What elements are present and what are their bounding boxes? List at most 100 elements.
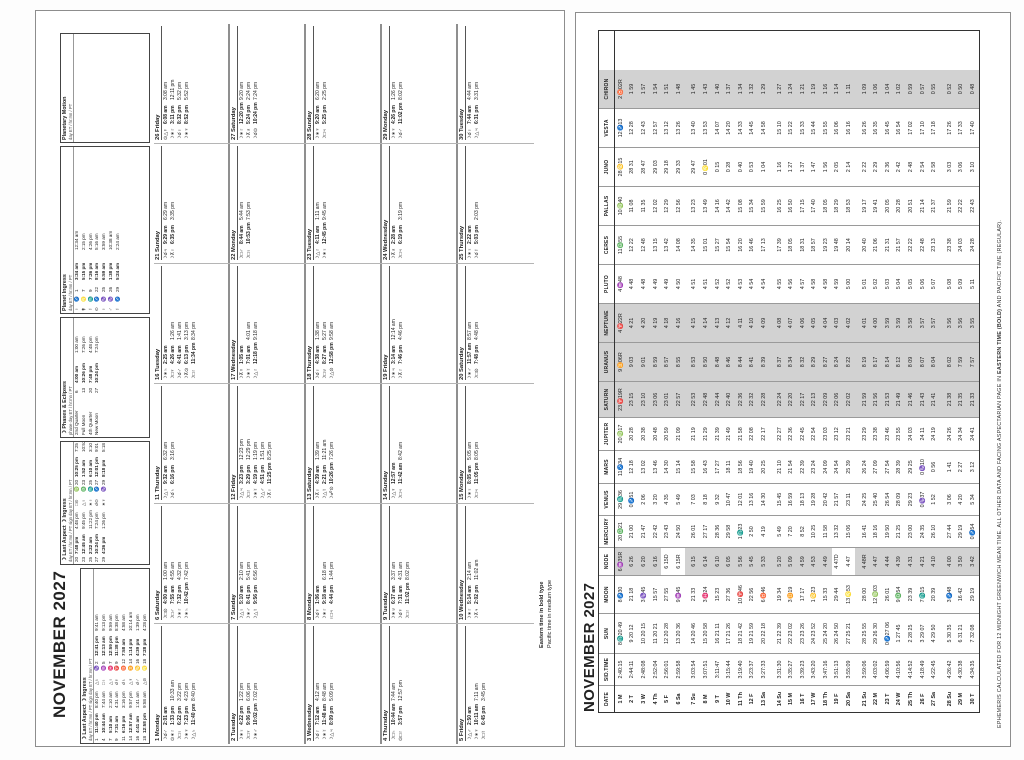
ephemeris-header-cell: CHIRON <box>599 70 614 109</box>
day-cell: 20 Saturday☽∗♂11:57 am8:57 am☽□⊙7:48 pm4… <box>458 264 534 383</box>
ephemeris-cell: 8 34 <box>785 343 797 382</box>
ephemeris-cell: 4 54 <box>746 265 759 304</box>
ephemeris-cell: 11 Th <box>737 692 744 706</box>
day-cell: 8 Monday☽☌♆1:06 am☽∗♇9:18 am6:18 am♀□♃4:… <box>306 504 382 623</box>
ephemeris-cell: 2 50 <box>746 516 759 548</box>
ephemeris-cell: 4♒48 <box>615 265 627 304</box>
ephemeris-cell: 4 21 <box>916 548 929 576</box>
ephemeris-cell: 21 39 <box>711 418 724 451</box>
ephemeris-cell: 23 10 <box>638 382 650 418</box>
aspect-row: ☽∗♅6:37 am3:37 am <box>391 561 397 620</box>
ephemeris-cell: 2:40:15 <box>615 654 627 686</box>
ephemeris-cell: 25 24 20 <box>820 614 832 654</box>
ephemeris-cell: 4 49 <box>820 548 832 576</box>
day-cell: 26 Friday⊙△♆6:08 am3:08 am☽∗♇3:11 pm12:1… <box>154 24 230 143</box>
ephemeris-cell: 13 15 <box>649 226 662 265</box>
ephemeris-cell: 11 58 <box>820 516 832 548</box>
ephemeris-cell: 9 03 <box>626 343 639 382</box>
day-cell-header: 12 Friday <box>231 386 238 500</box>
aspect-row: ☽∗♆4:26 pm1:26 pm <box>391 81 397 140</box>
ephemeris-cell: 3:07:51 <box>700 654 712 686</box>
last-aspect-row: 1812:58 pm9:58 am△⊙♌187:28 pm4:28 pm <box>141 614 147 741</box>
ephemeris-cell: 23 46 <box>882 418 894 451</box>
ephemeris-cell: 20 39 <box>928 576 941 614</box>
ephemeris-cell: 3♐48 <box>944 576 956 614</box>
ephemeris-cell: 14 30 <box>758 484 770 516</box>
ephemeris-cell: 11 08 <box>626 187 639 226</box>
ephemeris-cell: 15 22 <box>785 109 797 148</box>
ephemeris-cell: 5 05 <box>905 265 917 304</box>
day-cell-header: 23 Tuesday <box>307 146 314 260</box>
aspect-row: ☽□☿6:45 pm3:45 pm <box>480 682 487 741</box>
ephemeris-cell: 15 33 <box>796 109 809 148</box>
ephemeris-cell: 4 52 <box>711 265 724 304</box>
ephemeris-cell: 0 56 <box>928 451 941 484</box>
aspect-row: ☽□♅8:27 am5:27 am <box>321 321 328 380</box>
day-cell: 1 Monday☽☌♂2:01 am⊙∗♇1:33 pm10:33 am☽□♀6… <box>154 624 230 744</box>
ephemeris-cell: 12♍03 <box>870 576 883 614</box>
ephemeris-cell: 1 19 <box>808 70 821 109</box>
ephemeris-cell: 20 59 <box>661 418 673 451</box>
day-grid-column: 21 Sunday☽☌♃9:29 am6:29 am☽⊼♀6:35 pm3:35… <box>154 144 534 264</box>
ephemeris-cell: 17 33 <box>955 109 968 148</box>
ephemeris-cell: 18 29 <box>831 187 844 226</box>
ephemeris-cell: 4 02 <box>843 304 855 343</box>
phases-row: 2nd Quarter64:00 am1:00 am <box>74 336 79 435</box>
ephemeris-cell: 3:39:23 <box>796 654 809 686</box>
ephemeris-cell: 18 05 <box>820 187 832 226</box>
ephemeris-cell: 4 59 <box>831 265 844 304</box>
ephemeris-cell: 14 20 46 <box>688 614 701 654</box>
ephemeris-cell: 5 49 <box>672 484 685 516</box>
ephemeris-header-cell: NODE <box>599 548 614 576</box>
ephemeris-cell: 22 48 <box>700 382 712 418</box>
ephemeris-cell: 15 08 <box>734 187 747 226</box>
ephemeris-cell: 0 15 <box>711 148 724 187</box>
ephemeris-cell: 2♉02R <box>615 70 627 109</box>
ephemeris-cell: 20 25 <box>758 451 770 484</box>
ephemeris-cell: 4 44 <box>882 548 894 576</box>
ephemeris-cell: 4 35 <box>661 484 673 516</box>
day-cell-header: 28 Sunday <box>307 26 314 140</box>
ephemeris-cell: 5 20 <box>773 548 786 576</box>
day-cell-header: 16 Tuesday <box>155 266 162 380</box>
day-cell-header: 17 Wednesday <box>231 266 238 380</box>
ephemeris-cell: 3:47:16 <box>820 654 832 686</box>
ephemeris-cell: 22 40 <box>723 382 735 418</box>
day-grid-column: 11 Thursday☽△♀9:32 am6:32 am☽☌♄6:16 pm3:… <box>154 384 534 504</box>
ephemeris-cell: 26 10 <box>928 516 941 548</box>
ephemeris-cell: 8 39 <box>758 343 770 382</box>
ephemeris-cell: 26 54 <box>882 484 894 516</box>
ephemeris-title: NOVEMBER 2027 <box>581 582 598 712</box>
ephemeris-cell: 23 55 <box>893 418 906 451</box>
day-cell-header: 21 Sunday <box>155 146 162 260</box>
ephemeris-cell: 3 42 <box>967 548 979 576</box>
day-cell-header: 24 Wednesday <box>383 146 390 260</box>
aspect-row: ☽∗♇9:18 am6:18 am <box>321 561 328 620</box>
aspect-row: ☽□♀6:22 pm3:22 pm <box>176 682 183 741</box>
aspect-row: ☽△♂2:50 am <box>467 706 473 741</box>
ephemeris-cell: 16 43 <box>700 451 712 484</box>
ephemeris-cell: 0 53 <box>746 148 759 187</box>
aspect-row: ⊙∗♇1:33 pm10:33 am <box>169 680 176 741</box>
ephemeris-cell: 21 33 <box>688 576 701 614</box>
aspect-row: ☽☌♀7:44 am4:44 am <box>467 81 473 140</box>
phases-row: Full Moon1310:26 pm7:26 pm <box>80 336 86 435</box>
ephemeris-cell: 1 34 <box>734 70 747 109</box>
ephemeris-cell: 15 55 <box>820 109 832 148</box>
ephemeris-cell: 23 43 <box>661 516 673 548</box>
ephemeris-cell: 23 12 <box>831 418 844 451</box>
ephemeris-cell: 4 16 <box>672 304 685 343</box>
ephemeris-cell: 4 13 <box>711 304 724 343</box>
ephemeris-cell: 5 02 <box>870 265 883 304</box>
ephemeris-cell: 22 57 <box>672 382 685 418</box>
ephemeris-cell: 22 44 <box>711 382 724 418</box>
day-cell: 17 Wednesday☽⊼♆1:05 am☽∗☿7:01 am4:01 am☽… <box>230 264 306 383</box>
aspect-row: ☽☌♃9:29 am6:29 am <box>163 201 169 260</box>
ephemeris-header-cell: VESTA <box>599 109 614 148</box>
